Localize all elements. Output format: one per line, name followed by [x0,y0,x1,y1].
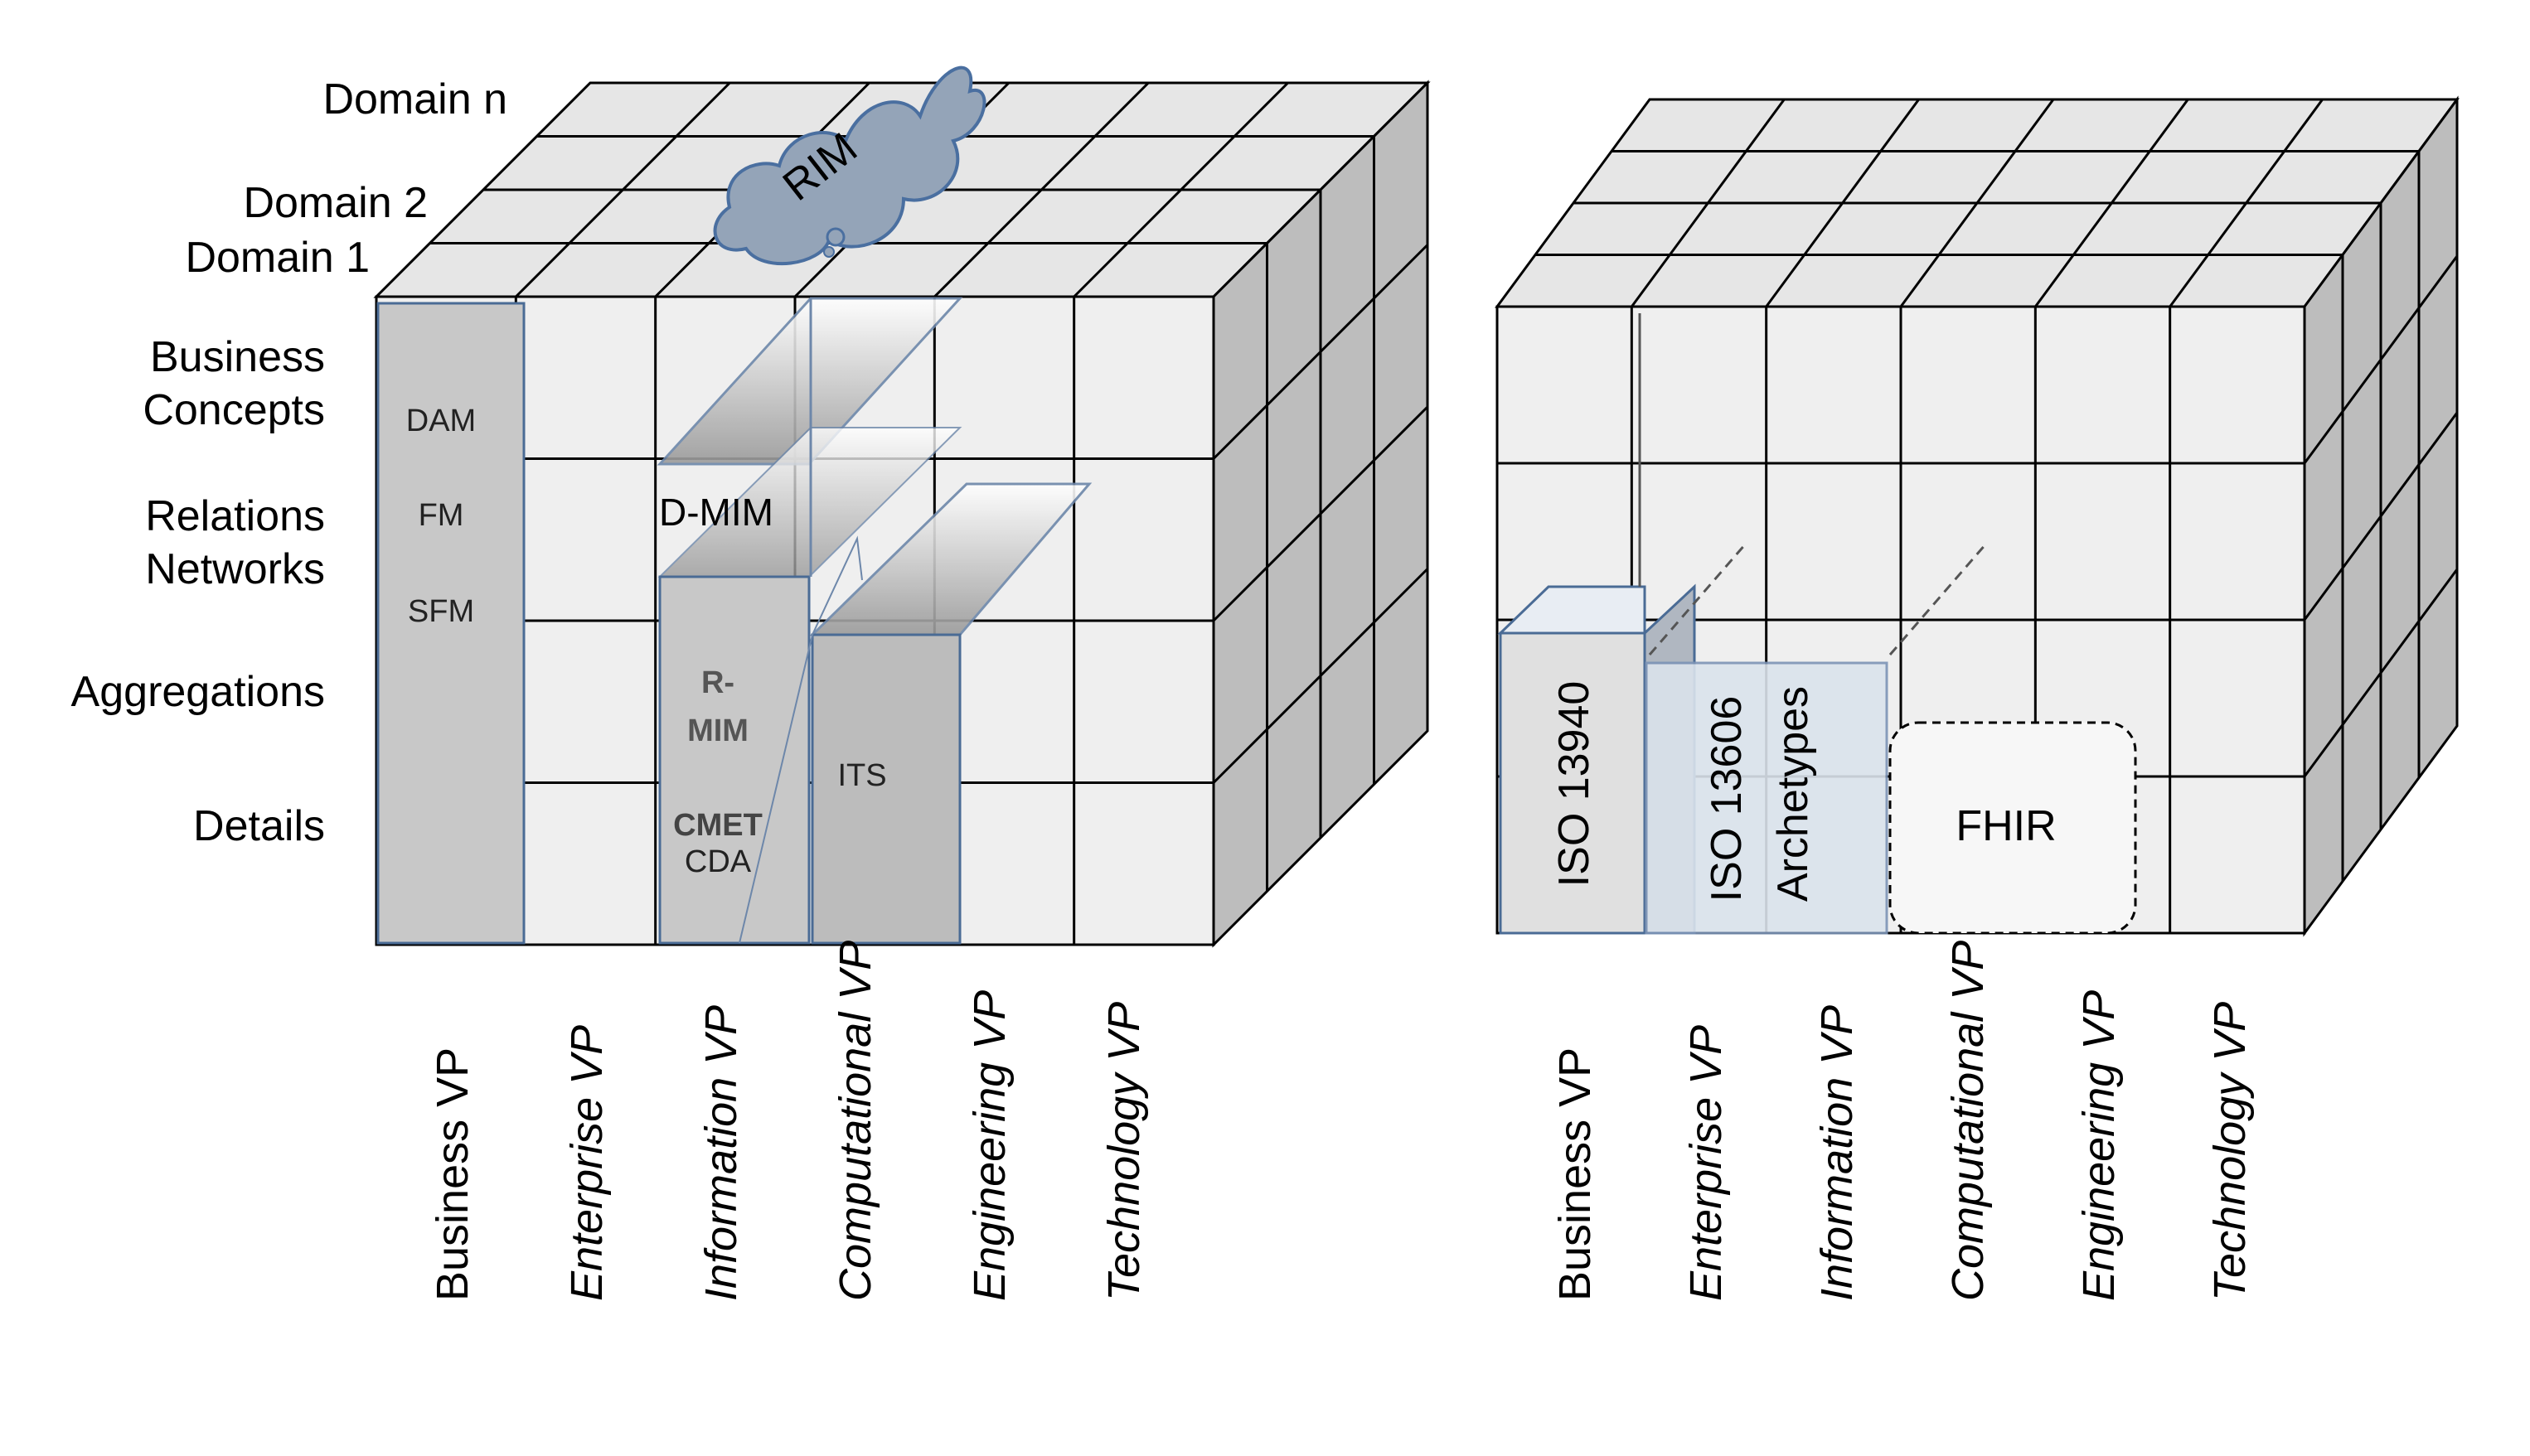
rmim-label-1: R- [701,665,734,700]
viewpoint-label: Information VP [1812,1005,1862,1301]
viewpoint-label: Business VP [1550,1047,1600,1301]
side-grid-line [2303,412,2459,621]
iso13940-box [1499,631,1646,935]
iso13606-dashed-1 [1648,543,1747,655]
viewpoint-label: Business VP [428,1047,477,1301]
domain-n-label: Domain n [322,75,507,123]
right-cube-grid [1497,99,2459,933]
viewpoint-label: Enterprise VP [562,1025,612,1301]
viewpoint-label: Enterprise VP [1681,1025,1731,1301]
archetypes-label: Archetypes [1769,686,1817,902]
domain-2-label: Domain 2 [243,179,428,227]
side-grid-line [1212,244,1429,460]
row-label-concepts: Concepts [143,386,325,434]
business-vp-column [376,302,526,945]
computational-vp-column [811,633,962,945]
rmim-label-2: MIM [687,713,749,748]
row-label-networks: Networks [145,545,325,593]
side-grid-line [2303,255,2459,464]
viewpoint-label: Information VP [696,1005,746,1301]
row-label-relations: Relations [145,492,325,540]
its-label: ITS [837,758,886,793]
dmim-label: D-MIM [659,491,773,534]
cmet-label: CMET [673,808,763,843]
row-label-details: Details [193,802,325,850]
viewpoint-label: Engineering VP [965,990,1015,1301]
iso13940-label: ISO 13940 [1550,681,1598,888]
row-label-business: Business [150,333,325,381]
right-viewpoint-labels: Business VP Enterprise VP Information VP Co… [1550,941,2255,1301]
side-grid-line [1212,405,1429,622]
left-viewpoint-labels: Business VP Enterprise VP Information VP Co… [428,941,1149,1301]
rmim-connector [739,535,863,944]
viewpoint-label: Computational VP [1943,941,1993,1301]
viewpoint-label: Engineering VP [2074,990,2124,1301]
sfm-label: SFM [408,594,474,629]
fhir-label: FHIR [1956,802,2056,850]
iso13606-label: ISO 13606 [1703,696,1751,902]
iso13606-box [1645,661,1888,935]
fhir-box [1888,721,2137,935]
right-cube: ISO 13940 ISO 13606 Archetypes FHIR Busi… [1495,95,2460,1301]
row-label-aggregations: Aggregations [71,668,325,716]
side-grid-line [1212,568,1429,784]
left-cube: RIM Domain n Domain 2 Domain 1 Business … [71,65,1431,1301]
viewpoint-label: Technology VP [1099,1002,1149,1301]
viewpoint-label: Technology VP [2205,1002,2255,1301]
cda-label: CDA [685,844,752,879]
domain-1-label: Domain 1 [185,234,370,282]
iso13606-dashed-2 [1888,543,1988,655]
information-vp-column [658,575,811,945]
viewpoint-label: Computational VP [831,941,880,1301]
dam-label: DAM [406,404,476,438]
side-grid-line [2303,568,2459,777]
fm-label: FM [419,498,464,533]
